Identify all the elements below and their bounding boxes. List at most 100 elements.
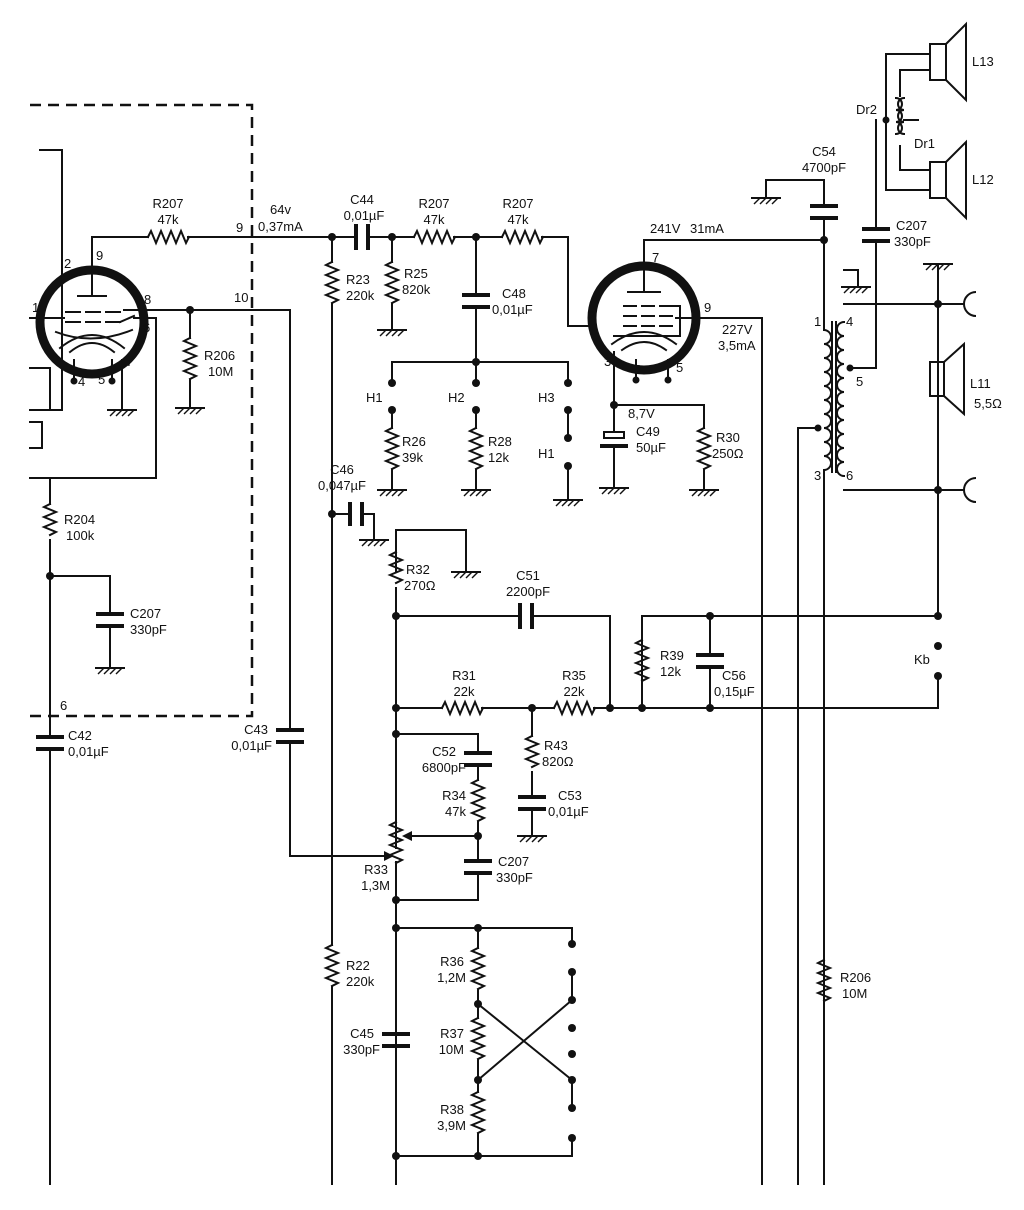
label-r25: R25 <box>404 266 428 281</box>
resistor-r23 <box>323 260 341 305</box>
label-c42: C42 <box>68 728 92 743</box>
output-transformer <box>822 320 846 478</box>
speaker-l13 <box>929 21 967 103</box>
pin-label: 6 <box>143 320 150 335</box>
label-c43: C43 <box>244 722 268 737</box>
value-c43: 0,01µF <box>231 738 272 753</box>
resistor-r35 <box>552 699 597 717</box>
pin-label: 4 <box>78 374 85 389</box>
pin-label: 2 <box>588 308 595 323</box>
label-r33: R33 <box>364 862 388 877</box>
resistor-r37 <box>469 1016 487 1061</box>
label-c56: C56 <box>722 668 746 683</box>
resistor-r34 <box>469 778 487 823</box>
value-c52: 6800pF <box>422 760 466 775</box>
value-c49: 50µF <box>636 440 666 455</box>
module-boundary <box>30 103 254 718</box>
label-kb: Kb <box>914 652 930 667</box>
pin-label: 3 <box>604 354 611 369</box>
value-r26: 39k <box>402 450 423 465</box>
jack-lower <box>963 477 977 503</box>
ground-symbols <box>95 197 953 843</box>
value-r30: 250Ω <box>712 446 744 461</box>
value-r25: 820k <box>402 282 431 297</box>
value-r38: 3,9M <box>437 1118 466 1133</box>
pin-label: 9 <box>704 300 711 315</box>
value-r32: 270Ω <box>404 578 436 593</box>
pin-label: 4 <box>846 314 853 329</box>
choke-dr1 <box>897 96 906 136</box>
label-r37: R37 <box>440 1026 464 1041</box>
value-r31: 22k <box>454 684 475 699</box>
label-cathode-voltage: 8,7V <box>628 406 655 421</box>
value-r23: 220k <box>346 288 375 303</box>
label-r207c: R207 <box>502 196 533 211</box>
pin-label: 10 <box>234 290 248 305</box>
value-c207c: 330pF <box>496 870 533 885</box>
capacitor-c49 <box>603 431 625 439</box>
resistor-r28 <box>467 426 485 471</box>
value-c44: 0,01µF <box>344 208 385 223</box>
value-r206b: 10M <box>842 986 867 1001</box>
value-r35: 22k <box>564 684 585 699</box>
label-c44: C44 <box>350 192 374 207</box>
label-r32: R32 <box>406 562 430 577</box>
value-r37: 10M <box>439 1042 464 1057</box>
label-h3: H3 <box>538 390 555 405</box>
resistor-r32 <box>387 550 405 585</box>
pin-label: 7 <box>652 250 659 265</box>
pin-label: 1 <box>814 314 821 329</box>
value-c53: 0,01µF <box>548 804 589 819</box>
label-c46: C46 <box>330 462 354 477</box>
pin-label: 1 <box>32 300 39 315</box>
resistor-r36 <box>469 946 487 991</box>
label-r23: R23 <box>346 272 370 287</box>
value-c46: 0,047µF <box>318 478 366 493</box>
pin-label: 5 <box>676 360 683 375</box>
resistor-r31 <box>440 699 485 717</box>
value-c54: 4700pF <box>802 160 846 175</box>
pin-label: 7 <box>126 354 133 369</box>
label-l12: L12 <box>972 172 994 187</box>
resistor-r38 <box>469 1090 487 1135</box>
label-l11: L11 <box>970 376 991 391</box>
label-r30: R30 <box>716 430 740 445</box>
pin-label: 9 <box>96 248 103 263</box>
label-c48: C48 <box>502 286 526 301</box>
value-r207b: 47k <box>424 212 445 227</box>
pin-label: 5 <box>856 374 863 389</box>
value-r33: 1,3M <box>361 878 390 893</box>
label-h1a: H1 <box>366 390 383 405</box>
label-r28: R28 <box>488 434 512 449</box>
value-r36: 1,2M <box>437 970 466 985</box>
resistor-r30 <box>695 426 713 471</box>
value-c56: 0,15µF <box>714 684 755 699</box>
label-v2-screen-current: 3,5mA <box>718 338 756 353</box>
value-c45: 330pF <box>343 1042 380 1057</box>
pin-label: 6 <box>846 468 853 483</box>
label-v1-voltage: 64v <box>270 202 291 217</box>
pin-label: 5 <box>98 372 105 387</box>
label-c51: C51 <box>516 568 540 583</box>
label-r34: R34 <box>442 788 466 803</box>
label-v2-screen-voltage: 227V <box>722 322 753 337</box>
label-r39: R39 <box>660 648 684 663</box>
label-c54: C54 <box>812 144 836 159</box>
resistor-r22 <box>323 943 341 988</box>
resistor-r207c <box>500 228 545 246</box>
value-r207c: 47k <box>508 212 529 227</box>
pin-label: 4 <box>634 362 641 377</box>
resistor-r39 <box>633 638 651 683</box>
resistor-r207b <box>412 228 457 246</box>
component-labels: R207 47k 9 64v 0,37mA 10 9 2 1 8 6 7 4 5… <box>32 54 1002 1133</box>
label-v2-current: 31mA <box>690 221 724 236</box>
label-c45: C45 <box>350 1026 374 1041</box>
label-v2-voltage: 241V <box>650 221 681 236</box>
tube-v1 <box>35 261 149 379</box>
label-c49: C49 <box>636 424 660 439</box>
value-r204: 100k <box>66 528 95 543</box>
pin-label: 9 <box>236 220 243 235</box>
label-dr1: Dr1 <box>914 136 935 151</box>
pin-label: 6 <box>60 698 67 713</box>
label-r207a: R207 <box>152 196 183 211</box>
